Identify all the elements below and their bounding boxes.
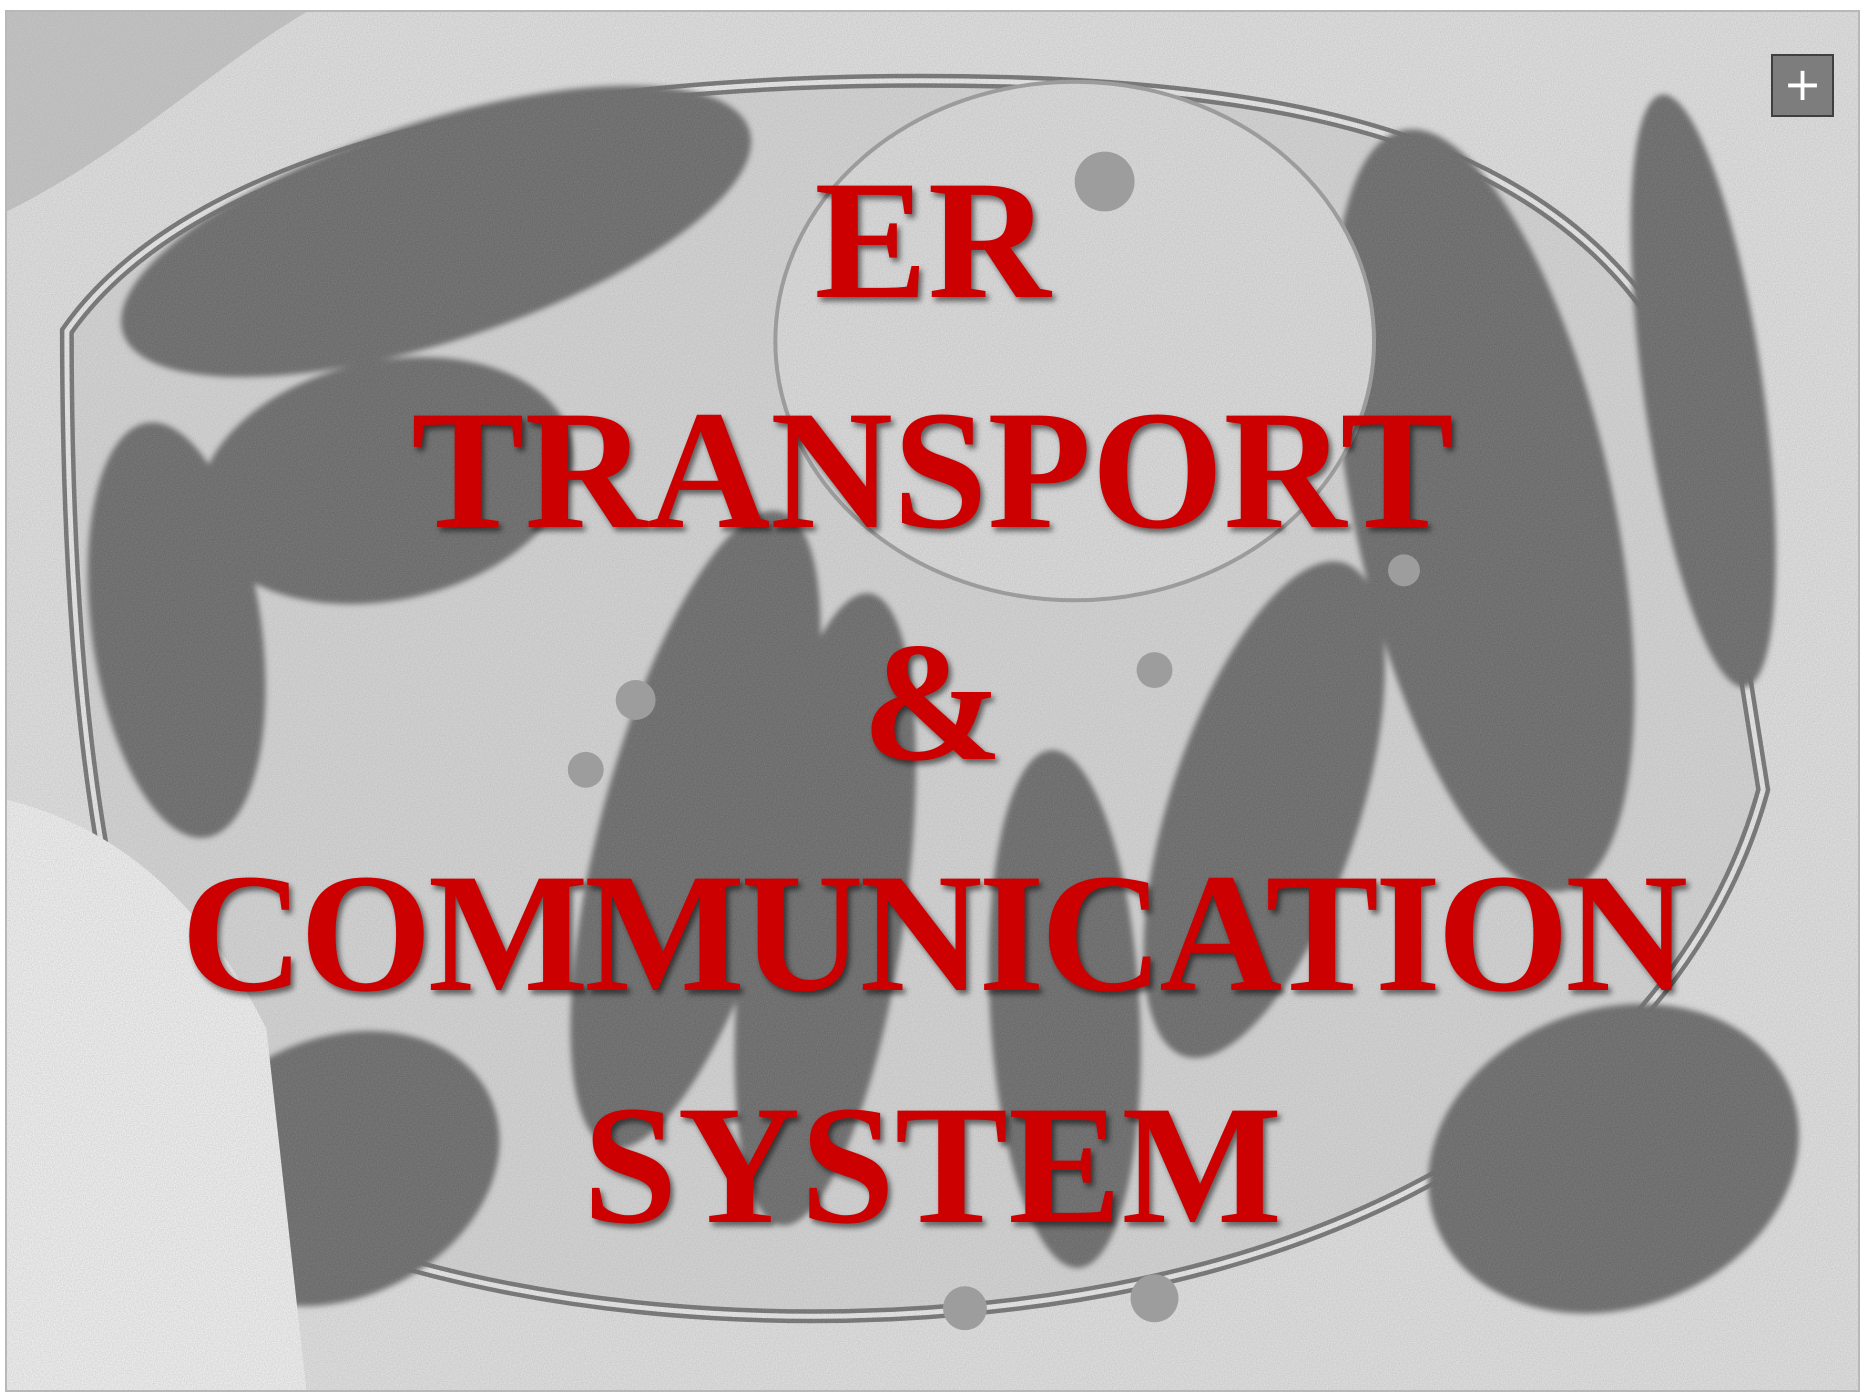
expand-button[interactable]: + — [1771, 54, 1834, 117]
micrograph-background-image — [7, 12, 1858, 1390]
plus-icon: + — [1783, 56, 1822, 111]
slide-frame: + — [5, 10, 1860, 1392]
